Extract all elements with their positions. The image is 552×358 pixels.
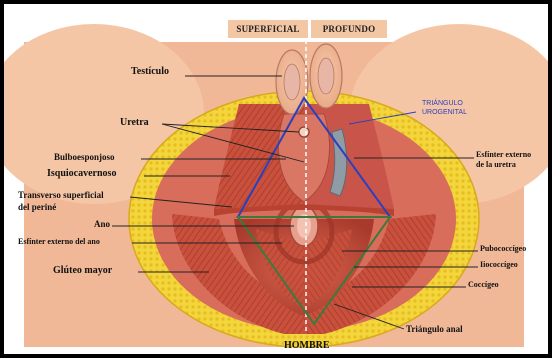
label-bulboesponjoso: Bulboesponjoso — [54, 153, 115, 162]
label-triangulo-uro-1: TRIÁNGULO — [422, 100, 463, 108]
label-pubococcigeo: Pubococcígeo — [480, 245, 526, 253]
perineum-illustration — [4, 4, 548, 354]
caption-hombre: HOMBRE — [284, 341, 330, 351]
figure-frame: SUPERFICIAL PROFUNDO Testículo Uretra Bu… — [4, 4, 548, 354]
testis-left-inner — [284, 64, 300, 100]
label-esfinter-uretra-1: Esfínter externo — [476, 151, 531, 159]
label-esfinter-uretra-2: de la uretra — [476, 161, 516, 169]
label-transverso-2: del periné — [18, 203, 56, 212]
label-ano: Ano — [94, 220, 110, 229]
label-triangulo-uro-2: UROGENITAL — [422, 109, 467, 117]
header-superficial: SUPERFICIAL — [228, 20, 308, 38]
header-profundo: PROFUNDO — [311, 20, 387, 38]
label-triangulo-anal: Triángulo anal — [406, 325, 463, 334]
testis-right-inner — [318, 58, 334, 94]
label-uretra: Uretra — [120, 118, 149, 128]
label-testiculo: Testículo — [131, 67, 169, 77]
label-isquiocavernoso: Isquiocavernoso — [47, 169, 116, 179]
label-coccigeo: Coccígeo — [468, 281, 499, 289]
label-transverso-1: Transverso superficial — [18, 191, 104, 200]
label-iliococcigeo: Iiococcígeo — [480, 261, 518, 269]
label-gluteo: Glúteo mayor — [53, 266, 112, 276]
label-esfinter-anal: Esfínter externo del ano — [18, 238, 100, 246]
urethra — [299, 127, 309, 137]
